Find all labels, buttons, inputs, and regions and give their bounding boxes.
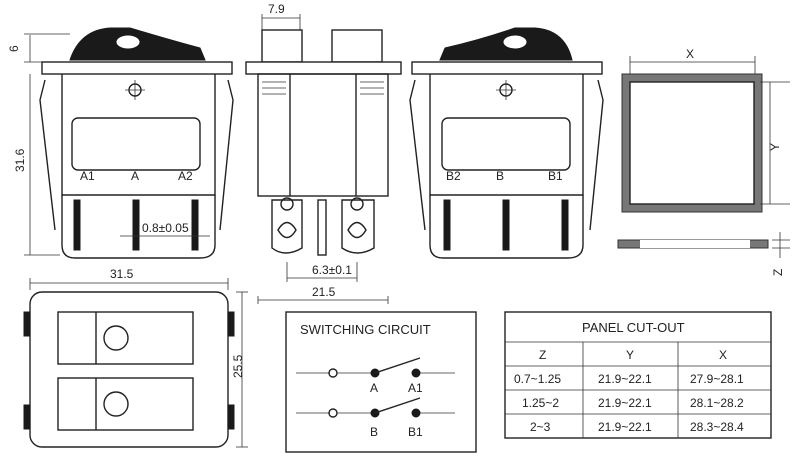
side-block-right <box>331 29 383 63</box>
circuit-label-b: B <box>370 425 378 439</box>
housing <box>61 74 216 196</box>
dim-terminal-width: 7.9 <box>268 2 285 16</box>
dim-cutout-y: Y <box>768 143 782 151</box>
rocker-upper <box>57 311 194 365</box>
circuit-frame <box>285 311 477 453</box>
dim-front-width: 31.5 <box>110 267 134 281</box>
dim-side-depth: 21.5 <box>312 285 336 299</box>
side-tab-right <box>341 199 375 254</box>
dim-front-height: 25.5 <box>231 354 245 378</box>
table-header-z: Z <box>539 348 546 362</box>
circuit-title: SWITCHING CIRCUIT <box>300 322 431 337</box>
switching-circuit: SWITCHING CIRCUIT A A1 B B1 <box>285 311 477 453</box>
back-flange <box>411 61 603 75</box>
rocker-lower <box>57 377 194 431</box>
table-header-y: Y <box>626 348 634 362</box>
dim-top-height: 6 <box>7 45 21 52</box>
back-indicator-window <box>441 117 571 171</box>
label-b: B <box>496 169 504 183</box>
table-cell: 21.9~22.1 <box>598 420 652 434</box>
side-tab-left <box>271 199 303 254</box>
table-cell: 21.9~22.1 <box>598 372 652 386</box>
indicator-window <box>71 117 201 171</box>
table-cell: 28.1~28.2 <box>690 396 744 410</box>
terminal-a1 <box>73 199 81 251</box>
circuit-label-a1: A1 <box>408 381 423 395</box>
table-cell: 21.9~22.1 <box>598 396 652 410</box>
table-title: PANEL CUT-OUT <box>582 320 685 335</box>
label-a2: A2 <box>178 169 193 183</box>
flange <box>41 61 233 75</box>
side-view: 7.9 6.3±0.1 21.5 <box>245 2 402 304</box>
dim-terminal-thickness: 0.8±0.05 <box>142 221 189 235</box>
label-b2: B2 <box>446 169 461 183</box>
side-housing <box>257 73 389 197</box>
face-frame <box>29 291 229 448</box>
cutout-table: PANEL CUT-OUT Z Y X 0.7~1.25 21.9~22.1 2… <box>504 311 772 439</box>
back-view: B2 B B1 <box>409 27 604 259</box>
label-b1: B1 <box>548 169 563 183</box>
dim-terminal-pitch: 6.3±0.1 <box>312 263 352 277</box>
side-flange <box>245 61 402 75</box>
circuit-label-b1: B1 <box>408 425 423 439</box>
table-cell: 2~3 <box>530 420 551 434</box>
dim-cutout-z: Z <box>771 269 785 276</box>
rocker-highlight <box>115 34 141 50</box>
cutout-hole <box>629 81 755 205</box>
label-a: A <box>131 169 139 183</box>
cutout-view: X Y Z <box>617 47 790 276</box>
clip-springs <box>39 79 234 231</box>
terminal-a2 <box>191 199 199 251</box>
dim-body-height: 31.6 <box>13 148 27 172</box>
side-block-left <box>261 29 303 63</box>
table-cell: 27.9~28.1 <box>690 372 744 386</box>
table-header-x: X <box>719 348 727 362</box>
table-cell: 0.7~1.25 <box>514 372 561 386</box>
terminal-a <box>132 199 140 251</box>
circuit-label-a: A <box>370 381 378 395</box>
label-a1: A1 <box>80 169 95 183</box>
face-view: 31.5 25.5 <box>23 267 248 448</box>
table-cell: 1.25~2 <box>522 396 559 410</box>
dim-cutout-x: X <box>686 47 694 61</box>
table-cell: 28.3~28.4 <box>690 420 744 434</box>
front-view: A1 A A2 6 31.6 0.8±0.05 <box>7 27 234 259</box>
base <box>61 195 216 259</box>
